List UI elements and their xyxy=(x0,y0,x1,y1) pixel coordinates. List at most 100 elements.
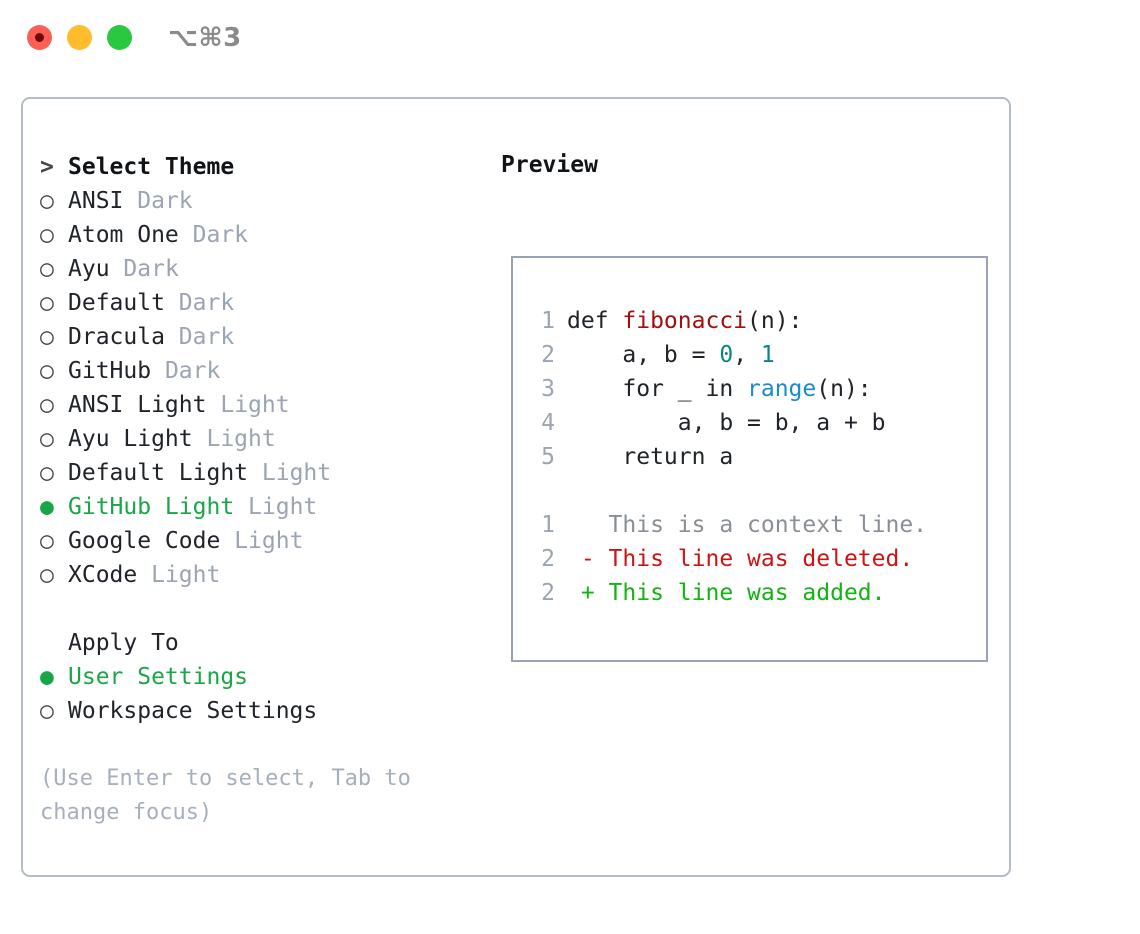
code-line: 5 return a xyxy=(525,440,927,474)
cursor-caret-icon: > xyxy=(40,154,54,180)
theme-list-item[interactable]: ○Ayu Dark xyxy=(40,252,510,286)
select-theme-heading-label: Select Theme xyxy=(68,154,235,180)
theme-item-label: Google Code xyxy=(68,528,221,554)
theme-item-tag: Light xyxy=(261,460,332,486)
code-token-plain: return a xyxy=(567,444,734,470)
select-theme-heading: > Select Theme xyxy=(40,150,510,184)
diff-line-number: 1 xyxy=(541,512,555,538)
window-minimize-button[interactable] xyxy=(67,25,92,50)
theme-item-tag: Dark xyxy=(164,358,221,384)
theme-list-item[interactable]: ○ ANSI Light Light xyxy=(40,388,510,422)
theme-list-item[interactable]: ○ ANSI Dark xyxy=(40,184,510,218)
theme-list-item[interactable]: ● GitHub Light Light xyxy=(40,490,510,524)
apply-to-item[interactable]: ●User Settings xyxy=(40,660,510,694)
code-line: 3 for _ in range(n): xyxy=(525,372,927,406)
radio-unselected-icon: ○ xyxy=(40,698,54,724)
apply-to-item[interactable]: ○ Workspace Settings xyxy=(40,694,510,728)
diff-line-context: This is a context line. xyxy=(567,512,928,538)
theme-item-tag: Light xyxy=(151,562,221,588)
code-token-plain: a, b = b, a + b xyxy=(567,410,886,436)
code-token-plain: a, b = xyxy=(567,342,720,368)
theme-item-label: Ayu xyxy=(68,256,110,282)
code-diff-separator xyxy=(525,474,927,508)
radio-unselected-icon: ○ xyxy=(40,290,54,316)
diff-line-added: + This line was added. xyxy=(567,580,886,606)
theme-item-tag: Dark xyxy=(192,222,249,248)
theme-selection-column: >Select Theme ○ANSI Dark○Atom One Dark○A… xyxy=(40,150,510,728)
line-number: 1 xyxy=(541,308,555,334)
code-token-number: 1 xyxy=(760,342,775,368)
code-token-call: range xyxy=(747,376,817,402)
radio-unselected-icon: ○ xyxy=(40,324,54,350)
theme-item-label: ANSI Light xyxy=(68,392,207,418)
theme-item-label: ANSI xyxy=(68,188,124,214)
window-maximize-button[interactable] xyxy=(107,25,132,50)
theme-item-tag: Light xyxy=(234,528,304,554)
theme-list-item[interactable]: ○ Google Code Light xyxy=(40,524,510,558)
radio-selected-icon: ● xyxy=(40,664,54,690)
code-line: 2 a, b = 0, 1 xyxy=(525,338,927,372)
apply-to-heading: ○Apply To xyxy=(40,626,510,660)
theme-list-item[interactable]: ○ Default Light Light xyxy=(40,456,510,490)
theme-item-tag: Dark xyxy=(178,290,235,316)
theme-item-label: GitHub Light xyxy=(68,494,235,520)
code-token-plain: (n): xyxy=(747,308,803,334)
theme-item-label: XCode xyxy=(68,562,138,588)
theme-item-tag: Light xyxy=(248,494,318,520)
theme-item-tag: Light xyxy=(220,392,290,418)
radio-unselected-icon: ○ xyxy=(40,188,54,214)
theme-list-item[interactable]: ○ GitHub Dark xyxy=(40,354,510,388)
line-number: 3 xyxy=(541,376,555,402)
theme-item-label: Default Light xyxy=(68,460,249,486)
diff-line-deleted: - This line was deleted. xyxy=(567,546,914,572)
theme-item-label: Atom One xyxy=(68,222,179,248)
theme-item-label: GitHub xyxy=(68,358,152,384)
theme-item-label: Default xyxy=(68,290,165,316)
theme-list-item[interactable]: ○ Default Dark xyxy=(40,286,510,320)
radio-unselected-icon: ○ xyxy=(40,460,54,486)
theme-item-tag: Dark xyxy=(178,324,235,350)
radio-unselected-icon: ○ xyxy=(40,528,54,554)
apply-to-list: ●User Settings ○ Workspace Settings xyxy=(40,660,510,728)
window-close-button[interactable] xyxy=(27,25,52,50)
code-line: 1 def fibonacci(n): xyxy=(525,304,927,338)
radio-unselected-icon: ○ xyxy=(40,392,54,418)
code-token-plain: for _ in xyxy=(567,376,748,402)
code-token-plain: , xyxy=(733,342,761,368)
line-number: 5 xyxy=(541,444,555,470)
diff-line: 2 + This line was added. xyxy=(525,576,927,610)
code-token-number: 0 xyxy=(719,342,734,368)
keyboard-hint-text: (Use Enter to select, Tab to change focu… xyxy=(40,766,425,825)
diff-line: 1 This is a context line. xyxy=(525,508,927,542)
diff-line-number: 2 xyxy=(541,580,555,606)
preview-title: Preview xyxy=(501,152,598,178)
radio-unselected-icon: ○ xyxy=(40,222,54,248)
diff-line-number: 2 xyxy=(541,546,555,572)
theme-list-item[interactable]: ○ Atom One Dark xyxy=(40,218,510,252)
theme-item-label: Dracula xyxy=(68,324,165,350)
main-panel: >Select Theme ○ANSI Dark○Atom One Dark○A… xyxy=(21,97,1011,877)
theme-item-tag: Dark xyxy=(123,256,179,282)
radio-unselected-icon: ○ xyxy=(40,426,54,452)
radio-selected-icon: ● xyxy=(40,494,54,520)
theme-list: ○ANSI Dark○Atom One Dark○Ayu Dark○Defaul… xyxy=(40,184,510,592)
theme-list-item[interactable]: ○ XCode Light xyxy=(40,558,510,592)
line-number: 4 xyxy=(541,410,555,436)
window-titlebar: ⌥⌘3 xyxy=(0,0,1140,78)
diff-line: 2 - This line was deleted. xyxy=(525,542,927,576)
diff-block: 1 This is a context line.2 - This line w… xyxy=(525,508,927,610)
theme-item-tag: Light xyxy=(206,426,276,452)
code-token-function: fibonacci xyxy=(622,308,748,334)
keyboard-shortcut-label: ⌥⌘3 xyxy=(168,23,242,53)
theme-list-item[interactable]: ○ Dracula Dark xyxy=(40,320,510,354)
theme-item-tag: Dark xyxy=(137,188,193,214)
blank-marker-icon: ○ xyxy=(40,626,68,660)
radio-unselected-icon: ○ xyxy=(40,358,54,384)
theme-list-item[interactable]: ○Ayu Light Light xyxy=(40,422,510,456)
apply-to-item-label: Workspace Settings xyxy=(68,698,318,724)
radio-unselected-icon: ○ xyxy=(40,562,54,588)
code-token-plain: def xyxy=(567,308,623,334)
